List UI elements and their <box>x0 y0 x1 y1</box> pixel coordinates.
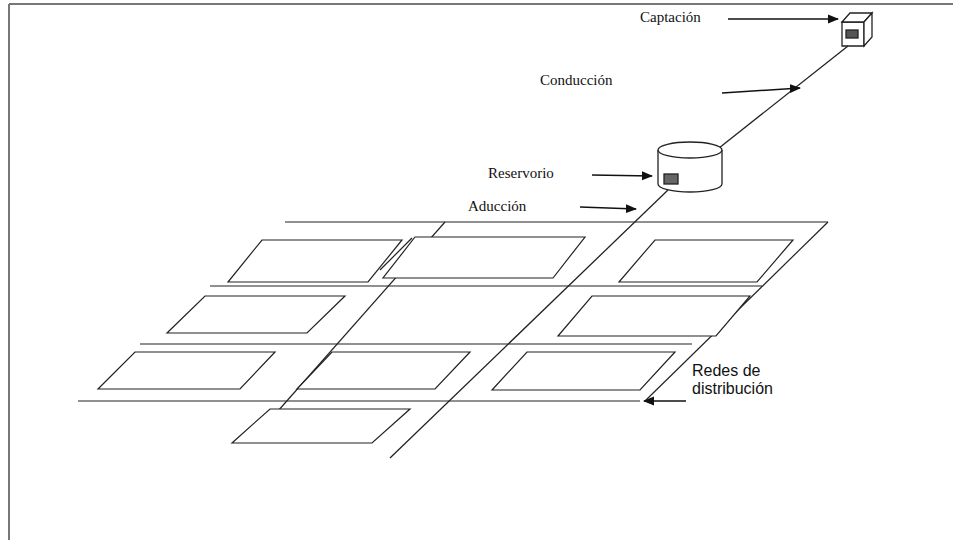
street-lines <box>78 222 828 420</box>
part-label: Redes de distribución <box>692 362 817 399</box>
intake-box <box>842 13 872 46</box>
leader-arrows <box>580 19 838 401</box>
part-label: Captación <box>640 9 701 26</box>
city-blocks <box>98 237 793 443</box>
part-label: Conducción <box>540 72 613 89</box>
part-label: Aducción <box>468 198 526 215</box>
conduction-pipe <box>714 46 848 152</box>
frame <box>9 4 953 540</box>
reservoir-tank <box>658 142 722 192</box>
part-label: Reservorio <box>488 165 554 182</box>
